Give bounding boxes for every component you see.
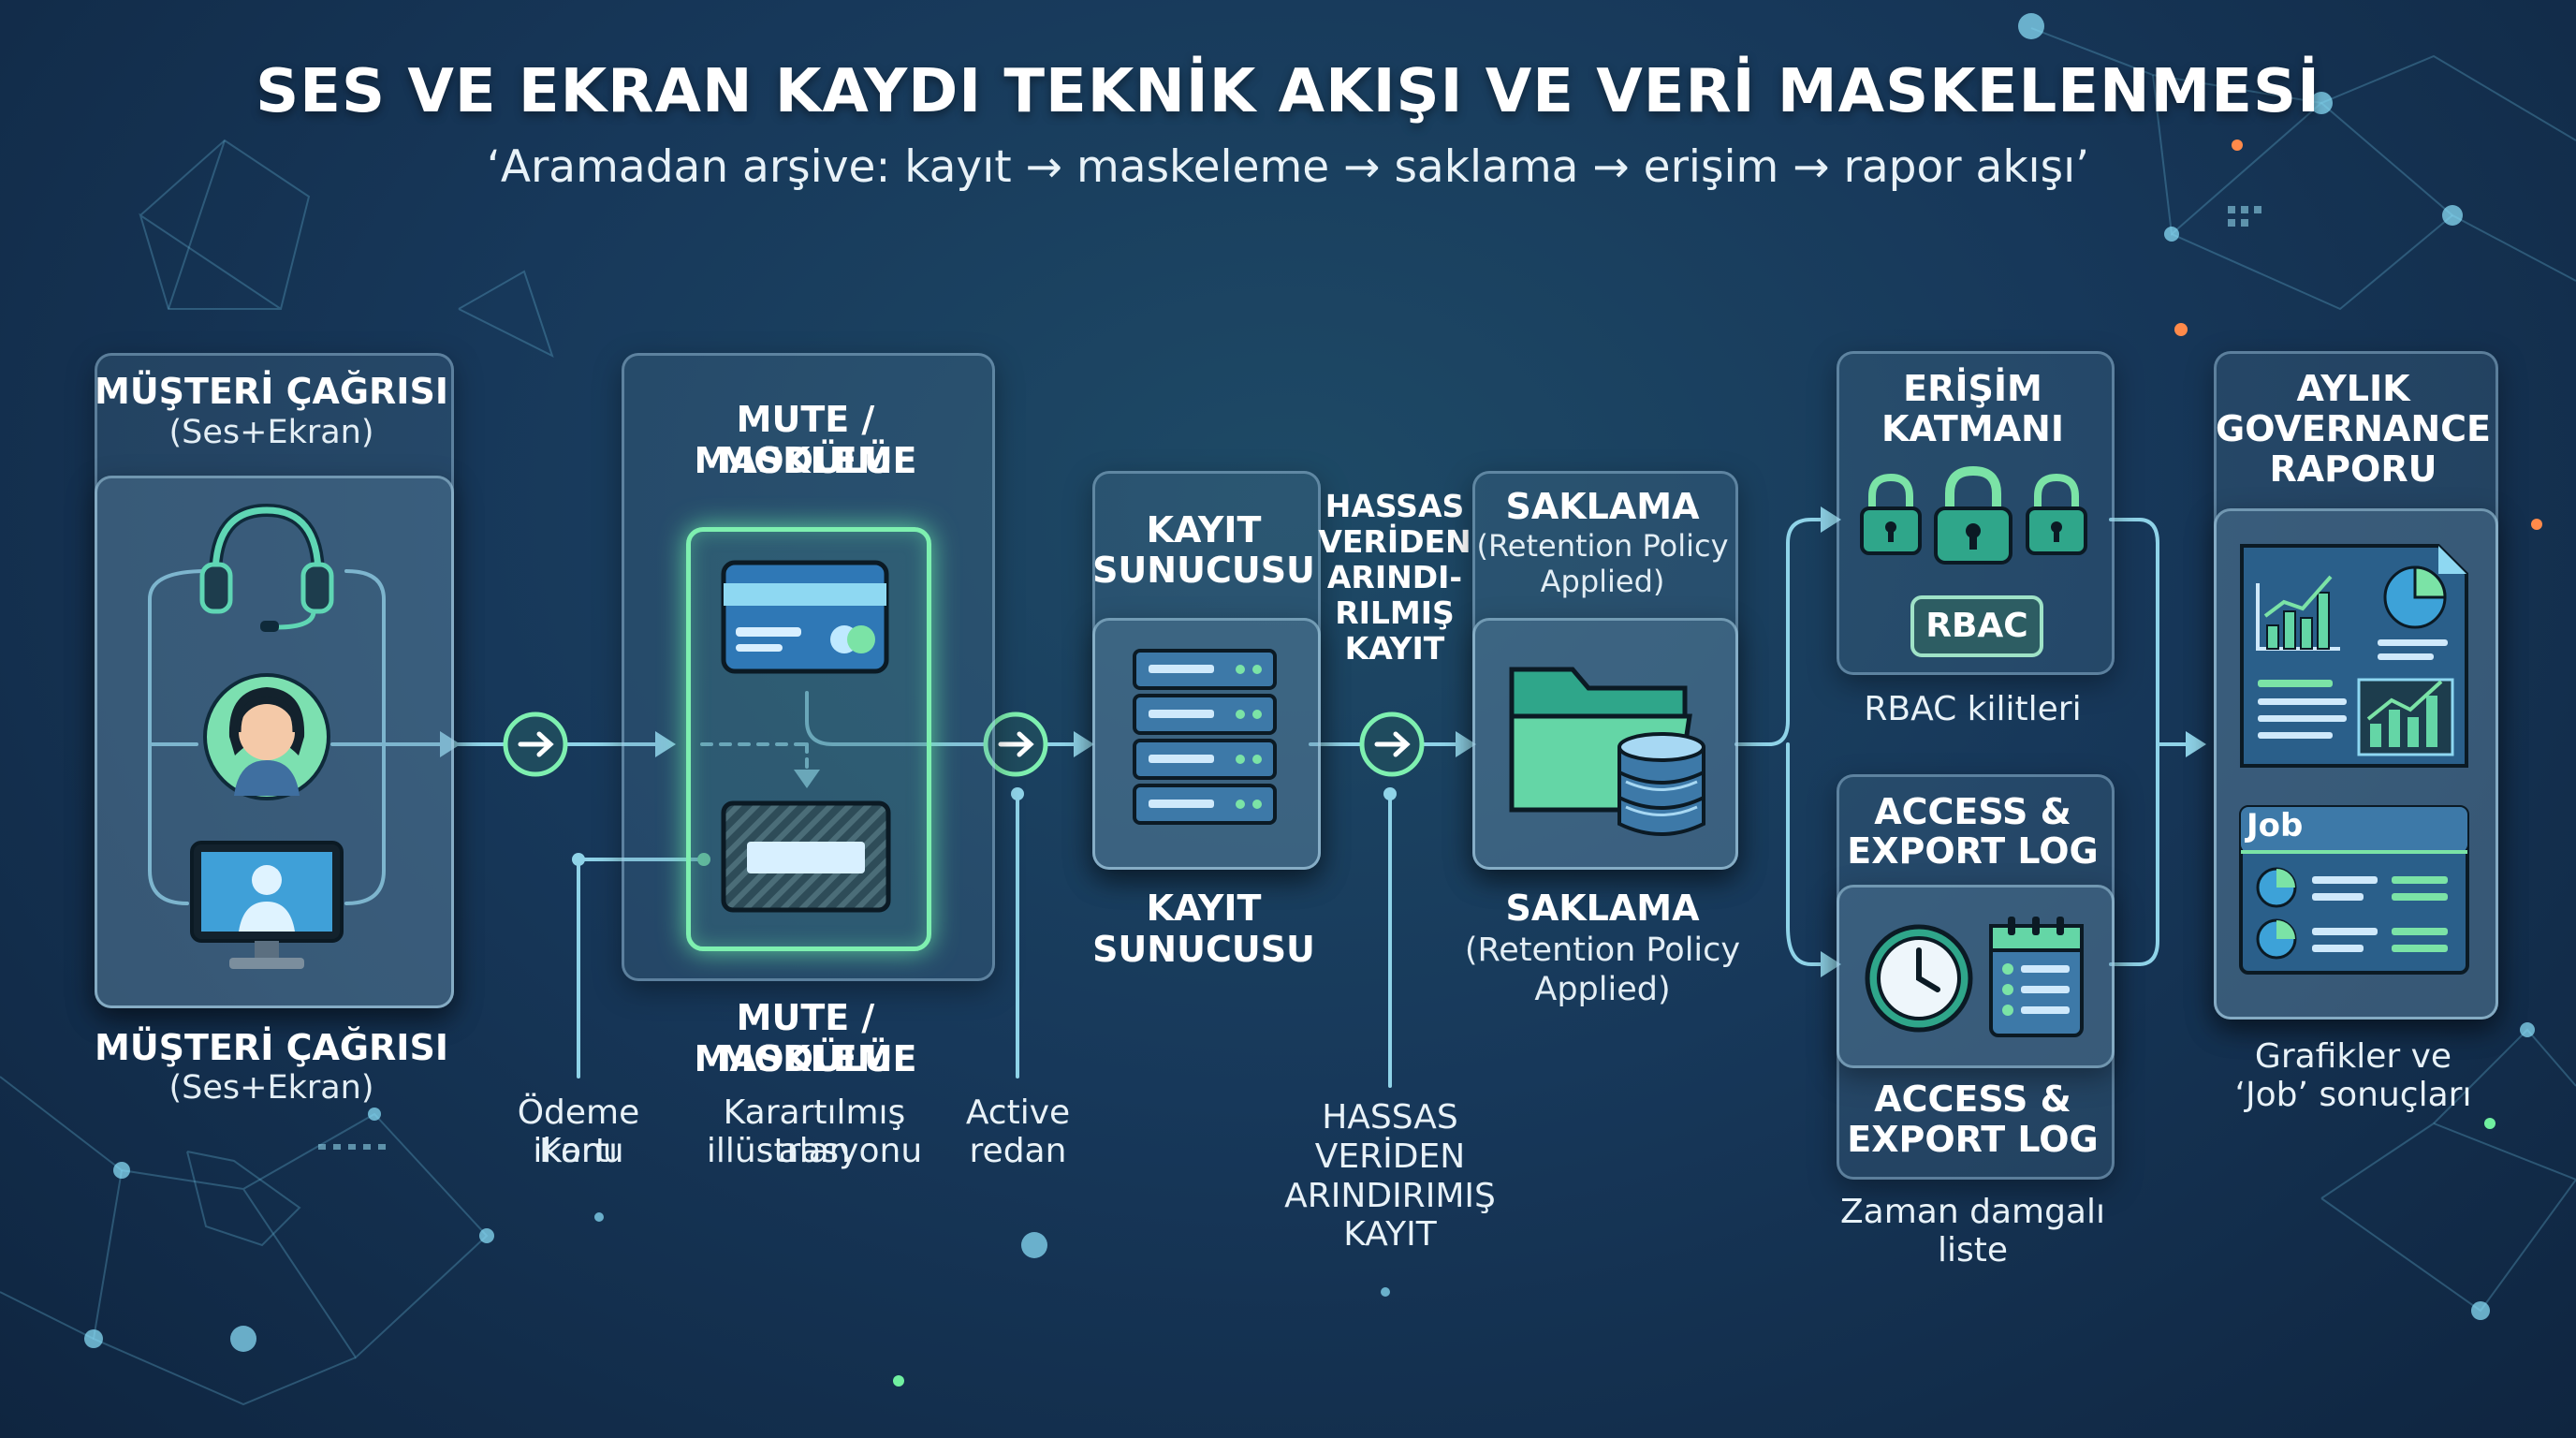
- flow-step-circle: [503, 712, 1425, 777]
- lock-icon: [1860, 473, 1922, 555]
- card-icon-label-2: ikonu: [533, 1132, 624, 1170]
- darkened-area-label-2: illüstrasyonu: [706, 1132, 923, 1170]
- customer-call-title: MÜŞTERİ ÇAĞRISI: [95, 371, 448, 412]
- lock-icon: [2026, 473, 2087, 555]
- database-icon: [1617, 732, 1705, 836]
- mask-module-caption-2: MODÜLÜ: [718, 1038, 893, 1079]
- export-log-title-1: ACCESS &: [1874, 791, 2071, 832]
- masked-field-icon: [721, 800, 891, 913]
- clock-icon: [1865, 924, 1973, 1033]
- payment-card-icon: [721, 560, 889, 674]
- chart-dashboard-icon: [2240, 544, 2468, 768]
- storage-sub-2: Applied): [1540, 564, 1665, 599]
- customer-call-caption-sub: (Ses+Ekran): [168, 1069, 374, 1107]
- rbac-badge: RBAC: [1910, 595, 2043, 657]
- calendar-list-icon: [1989, 917, 2084, 1037]
- storage-title: SAKLAMA: [1505, 486, 1700, 527]
- mask-module-title-1: MUTE / MASKLEME: [694, 399, 917, 481]
- customer-call-sub: (Ses+Ekran): [168, 414, 374, 451]
- export-log-caption-2: liste: [1937, 1231, 2009, 1269]
- active-redan-label-1: Active: [965, 1093, 1071, 1132]
- export-log-caption-1: Zaman damgalı: [1839, 1193, 2105, 1231]
- mask-module-title-2: MODÜLÜ: [718, 440, 893, 481]
- server-rack-icon: [1133, 649, 1277, 825]
- sanitized-record-label-top: HASSAS VERİDEN ARINDI- RILMIŞ KAYIT: [1318, 488, 1471, 667]
- active-redan-label-2: redan: [969, 1132, 1067, 1170]
- mask-module-caption-1: MUTE / MASKLEME: [694, 997, 917, 1079]
- storage-caption-sub-2: Applied): [1534, 971, 1671, 1008]
- sanitized-record-label-bottom: HASSAS VERİDEN ARINDIRIMIŞ KAYIT: [1284, 1098, 1496, 1255]
- record-server-title-1: KAYIT: [1146, 509, 1262, 550]
- export-log-title-2: EXPORT LOG: [1847, 830, 2099, 872]
- rbac-caption: RBAC kilitleri: [1864, 690, 2082, 728]
- governance-report-caption-1: Grafikler ve: [2254, 1037, 2452, 1076]
- job-results-icon: [2239, 805, 2469, 975]
- page-title: SES VE EKRAN KAYDI TEKNİK AKIŞI VE VERİ …: [256, 57, 2320, 126]
- storage-caption-sub-1: (Retention Policy: [1464, 932, 1741, 969]
- storage-caption-title: SAKLAMA: [1505, 888, 1700, 929]
- record-server-caption-1: KAYIT: [1146, 888, 1262, 929]
- storage-sub-1: (Retention Policy: [1476, 528, 1729, 564]
- lock-icon: [1934, 465, 2012, 565]
- governance-report-title-1: AYLIK: [2296, 368, 2410, 409]
- customer-call-caption-title: MÜŞTERİ ÇAĞRISI: [95, 1027, 448, 1068]
- darkened-area-label-1: Karartılmış alan: [723, 1093, 906, 1171]
- governance-report-title-3: RAPORU: [2269, 448, 2437, 490]
- card-icon-label-1: Ödeme Kartı: [517, 1093, 640, 1171]
- monitor-user-icon: [190, 841, 344, 969]
- record-server-title-2: SUNUCUSU: [1092, 550, 1315, 591]
- governance-report-caption-2: ‘Job’ sonuçları: [2234, 1076, 2472, 1114]
- export-log-caption-title-1: ACCESS &: [1874, 1078, 2071, 1120]
- page-subtitle: ‘Aramadan arşive: kayıt → maskeleme → sa…: [486, 141, 2090, 193]
- record-server-caption-2: SUNUCUSU: [1092, 929, 1315, 970]
- headset-icon: [199, 503, 334, 632]
- agent-avatar-icon: [203, 673, 330, 800]
- governance-report-title-2: GOVERNANCE: [2216, 408, 2491, 449]
- access-layer-title-1: ERİŞİM: [1903, 368, 2042, 409]
- job-label: Job: [2247, 807, 2304, 844]
- export-log-caption-title-2: EXPORT LOG: [1847, 1119, 2099, 1160]
- access-layer-title-2: KATMANI: [1881, 408, 2064, 449]
